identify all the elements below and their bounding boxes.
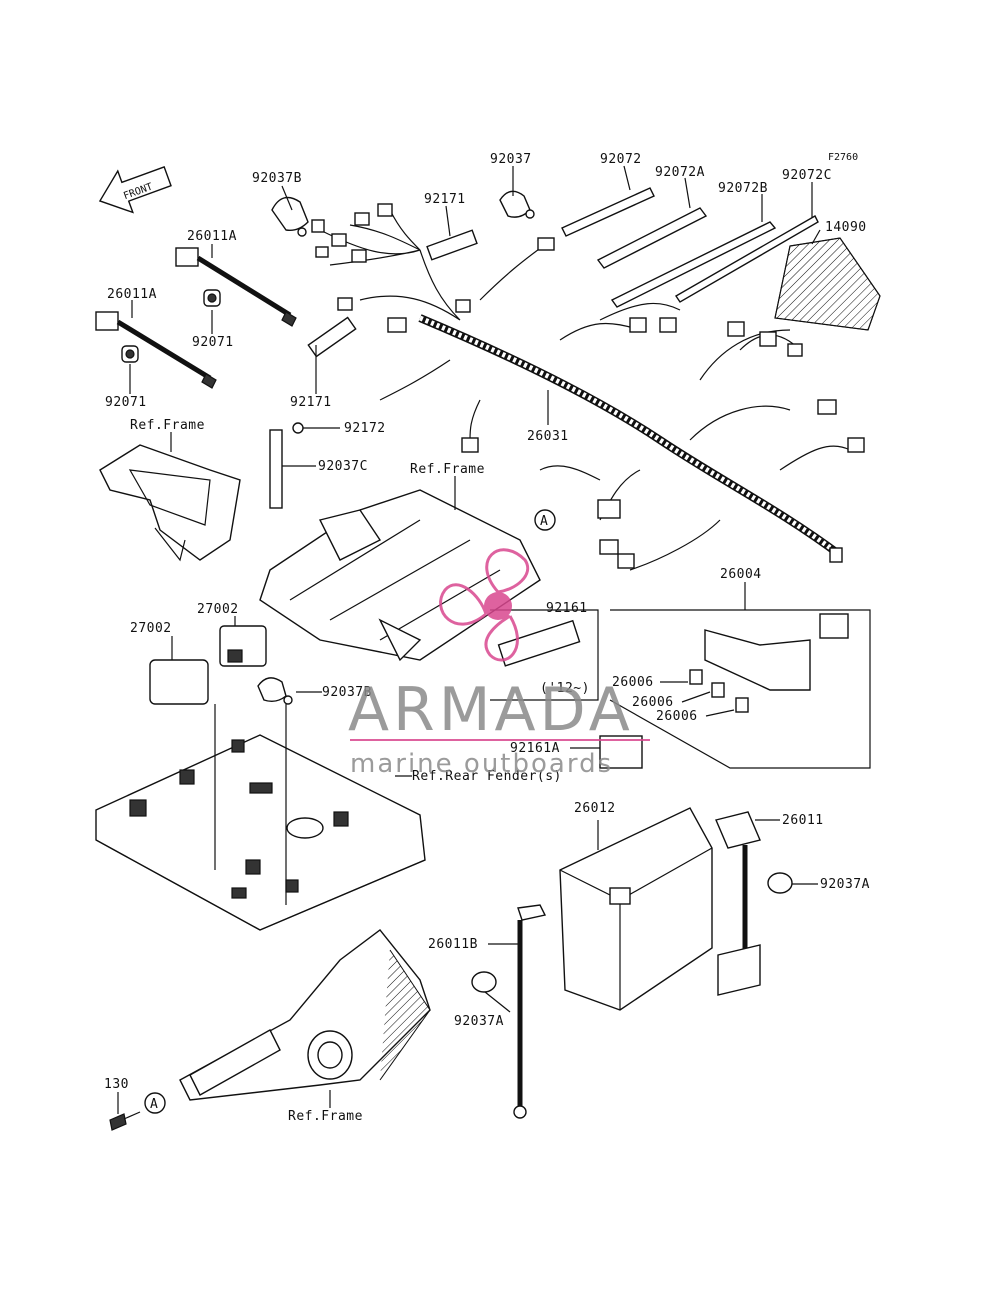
ref-rear-fender: Ref.Rear Fender(s) <box>412 769 562 784</box>
label-26011a-upper: 26011A <box>187 229 237 244</box>
callout-a-bottom: A <box>144 1092 166 1114</box>
bolt-130 <box>109 1111 141 1131</box>
label-26006-c: 26006 <box>656 709 698 724</box>
pad-92171-lower <box>307 316 357 358</box>
harness-branches-top <box>311 203 461 321</box>
label-27002-upper: 27002 <box>197 602 239 617</box>
label-27002-lower: 27002 <box>130 621 172 636</box>
label-92172: 92172 <box>344 421 386 436</box>
label-92037b-top: 92037B <box>252 171 302 186</box>
ref-frame-bottom: Ref.Frame <box>288 1109 363 1124</box>
frame-mid <box>259 489 541 662</box>
clamp-92037a-left <box>471 971 497 993</box>
pad-92171-top <box>426 229 478 261</box>
main-harness-26031 <box>379 237 865 571</box>
label-92171-top: 92171 <box>424 192 466 207</box>
label-92072: 92072 <box>600 152 642 167</box>
ref-frame-left: Ref.Frame <box>130 418 205 433</box>
propeller-logo-icon <box>439 548 529 662</box>
label-26011: 26011 <box>782 813 824 828</box>
figure-code: F2760 <box>828 152 858 163</box>
label-92037-top: 92037 <box>490 152 532 167</box>
label-92037a-left: 92037A <box>454 1014 504 1029</box>
connector-26011a-upper <box>175 247 297 327</box>
label-26031: 26031 <box>527 429 569 444</box>
clamp-92037-top <box>499 190 535 219</box>
relay-27002-lower <box>149 659 209 705</box>
cable-26011 <box>715 811 761 996</box>
label-92037b-low: 92037B <box>322 685 372 700</box>
callout-a-top-label: A <box>540 514 548 529</box>
label-92171-lower: 92171 <box>290 395 332 410</box>
ref-frame-mid: Ref.Frame <box>410 462 485 477</box>
front-arrow-icon: FRONT <box>98 166 172 214</box>
relay-27002-upper <box>219 625 267 667</box>
watermark-tagline: marine outboards <box>350 749 613 779</box>
grommet-92071-upper <box>203 289 221 307</box>
label-92161: 92161 <box>546 601 588 616</box>
label-92037c: 92037C <box>318 459 368 474</box>
clamp-92037b-top <box>271 196 309 237</box>
connector-26011a-lower <box>95 311 217 389</box>
rear-fender-tray <box>95 734 426 931</box>
label-26012: 26012 <box>574 801 616 816</box>
label-92072a: 92072A <box>655 165 705 180</box>
callout-a-bottom-label: A <box>150 1097 158 1112</box>
label-14090: 14090 <box>825 220 867 235</box>
label-26011a-lower: 26011A <box>107 287 157 302</box>
label-92071-lower: 92071 <box>105 395 147 410</box>
clamp-92037a-right <box>767 872 793 894</box>
label-26006-a: 26006 <box>612 675 654 690</box>
frame-bottom <box>179 929 431 1101</box>
clamp-92037b-low <box>257 677 293 705</box>
watermark-brand: ARMADA <box>348 675 634 745</box>
cable-ties <box>561 187 819 308</box>
label-26004: 26004 <box>720 567 762 582</box>
battery-26012 <box>559 807 713 1011</box>
label-26006-b: 26006 <box>632 695 674 710</box>
box-26004 <box>609 609 871 769</box>
bolt-92172 <box>292 422 304 434</box>
label-92071-upper: 92071 <box>192 335 234 350</box>
label-92072b: 92072B <box>718 181 768 196</box>
callout-a-top: A <box>534 509 556 531</box>
pad-92161 <box>490 609 599 701</box>
pad-92161a <box>599 735 643 769</box>
cover-14090 <box>774 237 881 331</box>
band-92037c <box>269 429 283 509</box>
label-26011b: 26011B <box>428 937 478 952</box>
cable-26011b <box>513 904 547 1119</box>
label-92037a-right: 92037A <box>820 877 870 892</box>
label-92072c: 92072C <box>782 168 832 183</box>
frame-left <box>99 444 241 562</box>
grommet-92071-lower <box>121 345 139 363</box>
label-12-year: ('12~) <box>540 681 590 696</box>
leader-lines <box>117 165 821 1114</box>
label-130: 130 <box>104 1077 129 1092</box>
watermark: ARMADA marine outboards <box>348 548 650 779</box>
label-92161a: 92161A <box>510 741 560 756</box>
